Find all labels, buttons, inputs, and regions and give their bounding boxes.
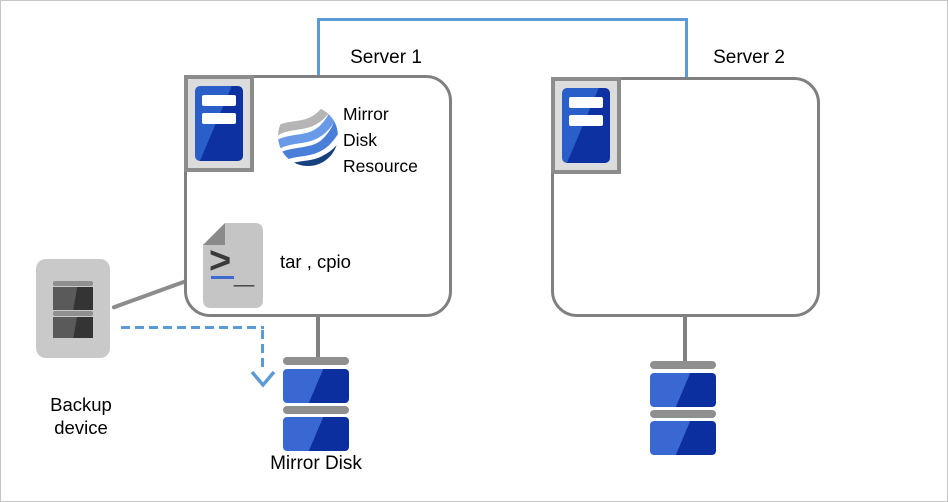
- backup-arrow-horizontal: [121, 326, 264, 329]
- tape-slot: [53, 317, 93, 338]
- tape-slot-cap: [53, 281, 93, 286]
- disk-cap-bar: [283, 357, 349, 365]
- disk-cap-bar: [650, 361, 716, 369]
- server1-label: Server 1: [350, 47, 422, 68]
- server2-disk-connector: [683, 315, 687, 365]
- server2-tower-icon: [551, 77, 621, 174]
- backup-to-server-connector: [111, 278, 188, 310]
- server-tower-icon: [562, 88, 610, 163]
- backup-arrow-vertical: [261, 330, 264, 371]
- backup-device-label: Backup device: [50, 394, 112, 438]
- mirror-disk-label: Mirror Disk: [270, 453, 362, 474]
- tar-cpio-label: tar , cpio: [280, 251, 351, 272]
- disk-platter: [283, 369, 349, 403]
- tower-slot-bar: [202, 113, 236, 124]
- tape-slot-cap: [53, 311, 93, 316]
- disk-mid-bar: [650, 410, 716, 418]
- mirror-disk-resource-label: Mirror Disk Resource: [343, 104, 418, 176]
- server2-label: Server 2: [713, 47, 785, 68]
- dashed-arrow-down-icon: [250, 370, 276, 388]
- disk-platter: [283, 417, 349, 451]
- prompt-glyph: >: [209, 240, 231, 282]
- network-link-drop-server2: [685, 18, 688, 80]
- script-file-icon: > _: [203, 223, 263, 308]
- tape-slot: [53, 287, 93, 310]
- tower-slot-bar: [569, 115, 603, 126]
- server1-tower-icon: [184, 75, 254, 172]
- server-tower-icon: [195, 86, 243, 161]
- tower-slot-bar: [202, 95, 236, 106]
- underscore-glyph: _: [233, 249, 255, 290]
- wave-globe-icon: [278, 106, 338, 166]
- mirror-disk2-icon: [650, 361, 716, 455]
- network-link-drop-server1: [317, 18, 320, 77]
- tape-drive-icon: [36, 259, 110, 358]
- disk-mid-bar: [283, 406, 349, 414]
- mirror-disk1-icon: [283, 357, 349, 451]
- network-link-horizontal: [317, 18, 688, 21]
- disk-platter: [650, 373, 716, 407]
- tower-slot-bar: [569, 97, 603, 108]
- server1-disk-connector: [316, 315, 320, 359]
- disk-platter: [650, 421, 716, 455]
